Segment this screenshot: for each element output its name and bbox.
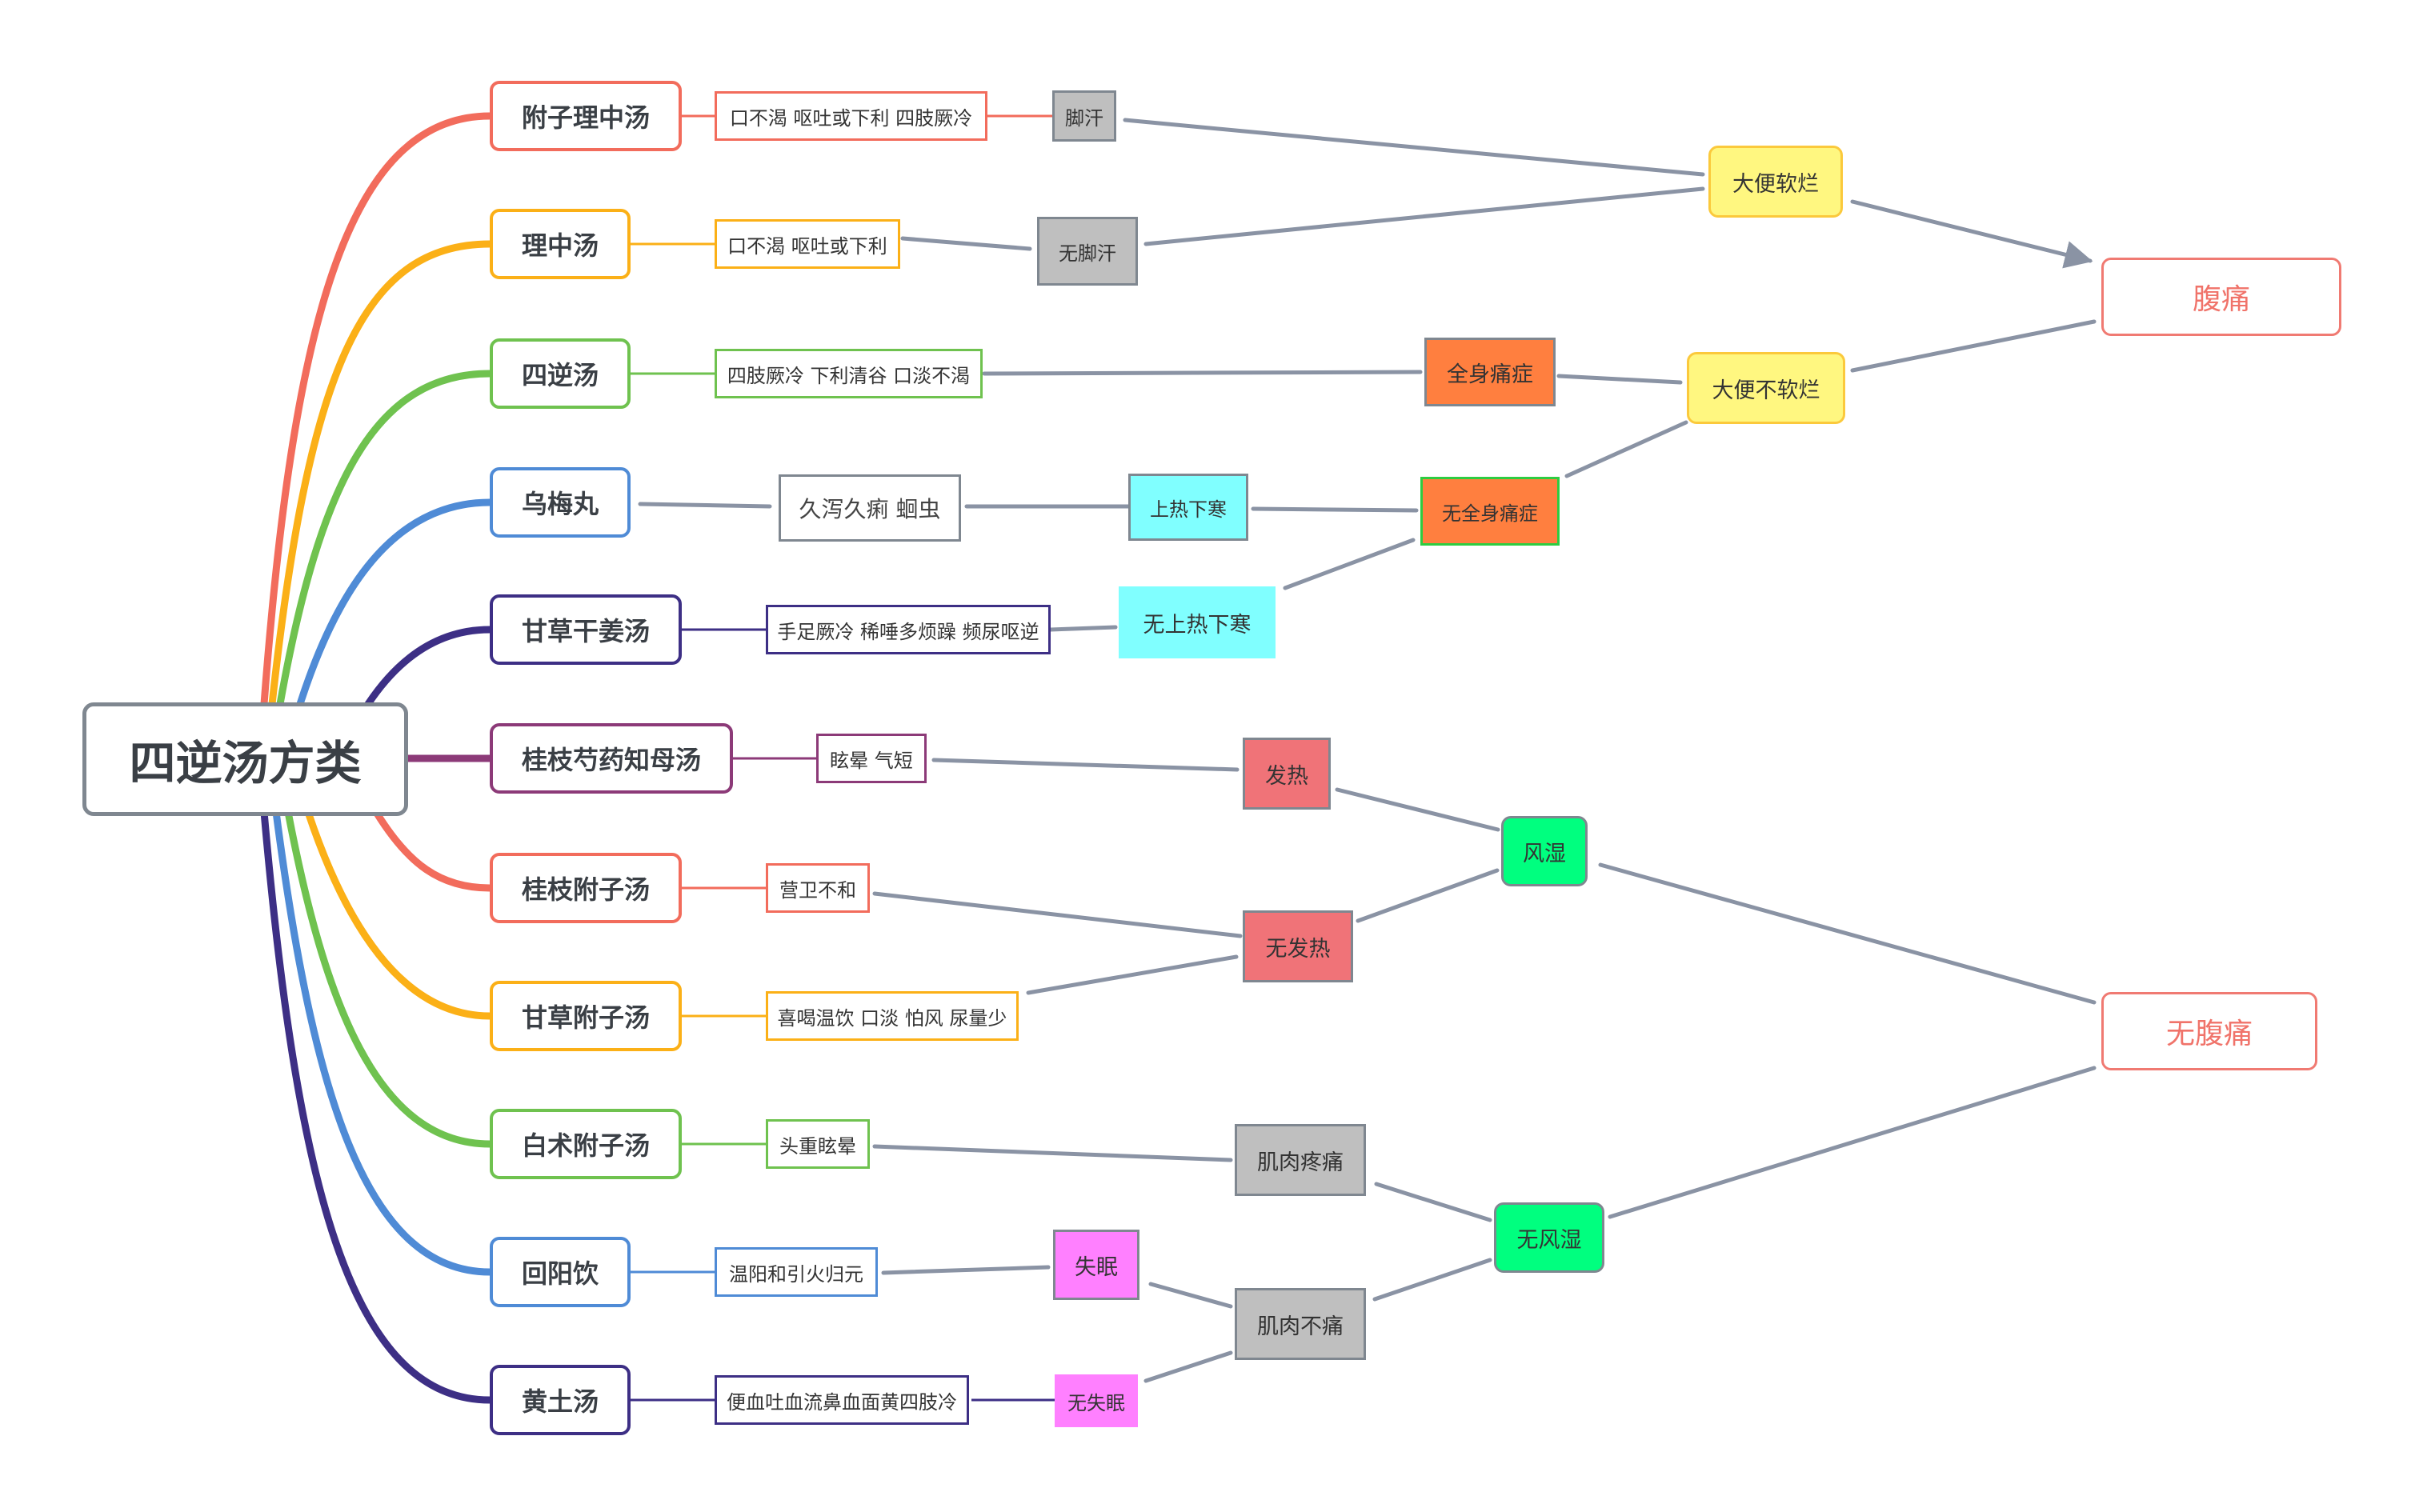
cond-loose-stool[interactable]: 大便软烂 [1708, 146, 1843, 218]
branch-wumei [296, 498, 494, 708]
branch-gancao-fuzi [304, 808, 494, 1020]
symptom-11[interactable]: 便血吐血流鼻血面黄四肢冷 [715, 1375, 969, 1425]
formula-huangtu[interactable]: 黄土汤 [490, 1365, 631, 1435]
cond-no-upper-heat-lower-cold[interactable]: 无上热下寒 [1119, 586, 1276, 658]
cond-wind-damp[interactable]: 风湿 [1501, 816, 1588, 886]
branch-fuzi-lizhong [260, 112, 494, 708]
cond-no-muscle-pain[interactable]: 肌肉不痛 [1235, 1288, 1366, 1360]
outcome-abdominal-pain[interactable]: 腹痛 [2101, 258, 2341, 336]
formula-guizhi-fuzi[interactable]: 桂枝附子汤 [490, 853, 682, 923]
symptom-6[interactable]: 眩晕 气短 [816, 734, 927, 783]
root-branches [260, 112, 494, 1404]
cond-no-fever[interactable]: 无发热 [1243, 910, 1353, 982]
formula-gancao-fuzi[interactable]: 甘草附子汤 [490, 981, 682, 1051]
symptom-8[interactable]: 喜喝温饮 口淡 怕风 尿量少 [766, 991, 1019, 1041]
branch-guizhi-fuzi [372, 808, 494, 892]
symptom-7[interactable]: 营卫不和 [766, 863, 870, 913]
cond-no-loose-stool[interactable]: 大便不软烂 [1687, 352, 1845, 424]
symptom-2[interactable]: 口不渴 呕吐或下利 [715, 219, 900, 269]
symptom-1[interactable]: 口不渴 呕吐或下利 四肢厥冷 [715, 91, 987, 141]
branch-huiyang [272, 808, 494, 1276]
branch-gancao-ganjiang [364, 626, 494, 708]
cond-no-foot-sweat[interactable]: 无脚汗 [1037, 217, 1138, 286]
formula-baizhu-fuzi[interactable]: 白术附子汤 [490, 1109, 682, 1179]
cond-whole-body-pain[interactable]: 全身痛症 [1424, 338, 1556, 406]
symptom-5[interactable]: 手足厥冷 稀唾多烦躁 频尿呕逆 [766, 605, 1051, 654]
formula-gancao-ganjiang[interactable]: 甘草干姜汤 [490, 594, 682, 665]
formula-sini[interactable]: 四逆汤 [490, 338, 631, 409]
cond-muscle-pain[interactable]: 肌肉疼痛 [1235, 1124, 1366, 1196]
symptom-4[interactable]: 久泻久痢 蛔虫 [779, 474, 961, 542]
symptom-10[interactable]: 温阳和引火归元 [715, 1247, 878, 1297]
formula-huiyang[interactable]: 回阳饮 [490, 1237, 631, 1307]
symptom-9[interactable]: 头重眩晕 [766, 1119, 870, 1169]
branch-sini [276, 370, 494, 708]
formula-lizhong[interactable]: 理中汤 [490, 209, 631, 279]
outcome-no-abdominal-pain[interactable]: 无腹痛 [2101, 992, 2317, 1070]
branch-baizhu-fuzi [284, 808, 494, 1148]
formula-guizhi-shaoyao-zhimu[interactable]: 桂枝芍药知母汤 [490, 723, 733, 794]
cond-fever[interactable]: 发热 [1243, 738, 1331, 810]
root-node[interactable]: 四逆汤方类 [82, 702, 408, 816]
cond-no-whole-body-pain[interactable]: 无全身痛症 [1420, 477, 1560, 546]
decision-links [638, 118, 2097, 1383]
cond-no-insomnia[interactable]: 无失眠 [1055, 1374, 1138, 1427]
cond-foot-sweat[interactable]: 脚汗 [1052, 90, 1116, 142]
cond-no-wind-damp[interactable]: 无风湿 [1494, 1202, 1604, 1273]
branch-huangtu [260, 808, 494, 1404]
cond-upper-heat-lower-cold[interactable]: 上热下寒 [1128, 474, 1248, 541]
formula-fuzi-lizhong[interactable]: 附子理中汤 [490, 81, 682, 151]
cond-insomnia[interactable]: 失眠 [1053, 1230, 1139, 1300]
branch-lizhong [268, 240, 494, 708]
formula-wumei[interactable]: 乌梅丸 [490, 467, 631, 538]
symptom-3[interactable]: 四肢厥冷 下利清谷 口淡不渴 [715, 349, 983, 398]
formula-symptom-links [631, 114, 1055, 1402]
